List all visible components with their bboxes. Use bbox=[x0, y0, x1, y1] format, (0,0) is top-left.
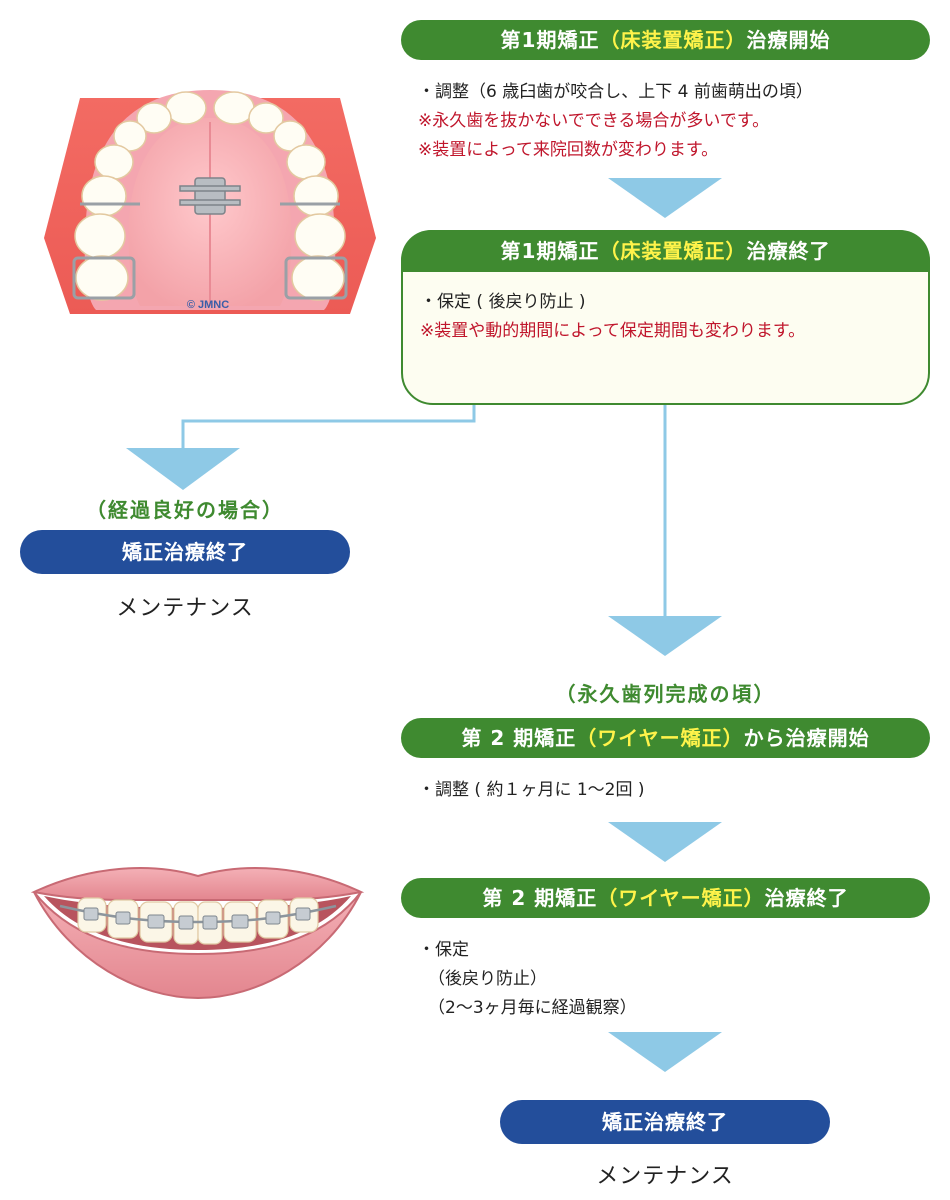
phase2-start-status: から治療開始 bbox=[743, 726, 870, 750]
phase1-start-note-visits: ※装置によって来院回数が変わります。 bbox=[418, 140, 719, 160]
phase1-end-box: 第1期矯正（床装置矯正）治療終了 ・保定 ( 後戻り防止 ) ※装置や動的期間に… bbox=[401, 230, 930, 405]
arrow-down-icon bbox=[608, 616, 722, 656]
phase2-end-header: 第 2 期矯正（ワイヤー矯正）治療終了 bbox=[401, 878, 930, 918]
phase2-start-title: 第 2 期矯正 bbox=[461, 726, 577, 750]
upper-jaw-appliance-illustration: © JMNC bbox=[44, 90, 376, 314]
phase2-end-note-checkup: （2～3ヶ月毎に経過観察） bbox=[428, 998, 637, 1018]
braces-mouth-illustration bbox=[30, 867, 365, 1000]
final-maintenance: メンテナンス bbox=[596, 1164, 734, 1189]
phase2-end-note-retention: ・保定 bbox=[418, 940, 469, 960]
phase2-end-method: （ワイヤー矯正） bbox=[597, 886, 765, 910]
phase2-start-method: （ワイヤー矯正） bbox=[576, 726, 744, 750]
phase1-start-note-adjust: ・調整（6 歳臼歯が咬合し、上下 4 前歯萌出の頃） bbox=[418, 82, 813, 102]
arrow-down-icon bbox=[126, 448, 240, 490]
phase1-end-note-period: ※装置や動的期間によって保定期間も変わります。 bbox=[420, 321, 806, 341]
final-end-label: 矯正治療終了 bbox=[500, 1100, 830, 1144]
phase2-start-note-adjust: ・調整 ( 約１ヶ月に 1～2回 ) bbox=[418, 780, 645, 800]
phase1-end-header: 第1期矯正（床装置矯正）治療終了 bbox=[401, 230, 930, 272]
good-progress-maintenance: メンテナンス bbox=[116, 596, 254, 621]
phase2-end-notes: ・保定 （後戻り防止） （2～3ヶ月毎に経過観察） bbox=[418, 936, 637, 1023]
copyright-text: © JMNC bbox=[187, 299, 229, 311]
phase2-condition: （永久歯列完成の頃） bbox=[555, 682, 776, 706]
phase1-start-note-no-extraction: ※永久歯を抜かないでできる場合が多いです。 bbox=[418, 111, 770, 131]
phase1-end-title: 第1期矯正 bbox=[500, 239, 600, 263]
phase2-start-notes: ・調整 ( 約１ヶ月に 1～2回 ) bbox=[418, 776, 645, 805]
good-progress-condition: （経過良好の場合） bbox=[86, 498, 284, 522]
phase1-end-method: （床装置矯正） bbox=[599, 239, 747, 263]
phase2-start-header: 第 2 期矯正（ワイヤー矯正）から治療開始 bbox=[401, 718, 930, 758]
phase1-start-header: 第1期矯正（床装置矯正）治療開始 bbox=[401, 20, 930, 60]
phase2-end-title: 第 2 期矯正 bbox=[482, 886, 598, 910]
phase1-end-notes: ・保定 ( 後戻り防止 ) ※装置や動的期間によって保定期間も変わります。 bbox=[420, 288, 805, 346]
phase1-start-notes: ・調整（6 歳臼歯が咬合し、上下 4 前歯萌出の頃） ※永久歯を抜かないでできる… bbox=[418, 78, 813, 165]
phase1-start-status: 治療開始 bbox=[746, 28, 831, 52]
phase1-end-status: 治療終了 bbox=[746, 239, 831, 263]
good-progress-end-label: 矯正治療終了 bbox=[20, 530, 350, 574]
arrow-down-icon bbox=[608, 178, 722, 218]
phase1-end-note-retention: ・保定 ( 後戻り防止 ) bbox=[420, 292, 586, 312]
phase1-start-method: （床装置矯正） bbox=[599, 28, 747, 52]
arrow-down-icon bbox=[608, 1032, 722, 1072]
phase2-end-note-relapse: （後戻り防止） bbox=[428, 969, 547, 989]
arrow-down-icon bbox=[608, 822, 722, 862]
phase1-start-title: 第1期矯正 bbox=[500, 28, 600, 52]
phase2-end-status: 治療終了 bbox=[764, 886, 849, 910]
